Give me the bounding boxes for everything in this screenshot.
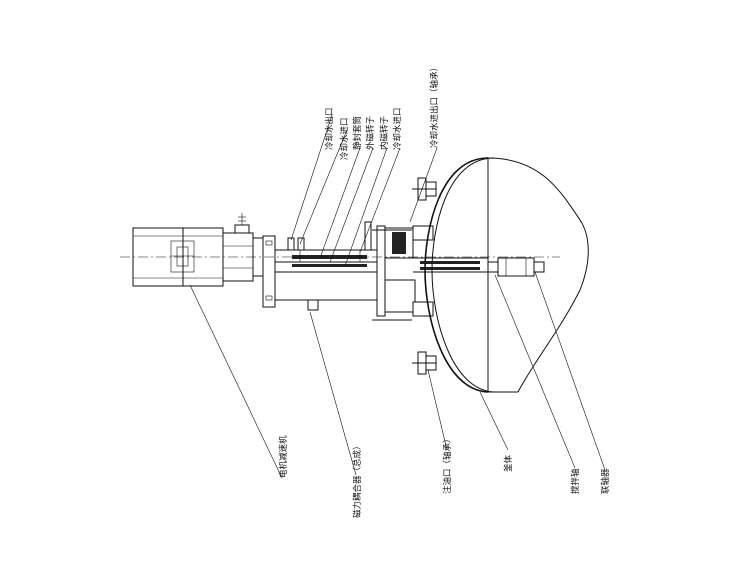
- label-cooling-water-inlet: 冷却水进口: [339, 117, 350, 160]
- leader-lines: [189, 114, 606, 479]
- reducer: [222, 213, 264, 282]
- label-coupling: 联轴器: [600, 468, 611, 494]
- bottom-nozzle: [412, 351, 437, 375]
- magnetic-coupling-housing: [274, 221, 386, 311]
- label-stationary-sleeve: 静封套筒: [352, 116, 363, 150]
- top-nozzle: [412, 177, 437, 201]
- bearing-flange: [372, 225, 488, 321]
- label-oil-inlet-bearing: 注油口（轴承）: [442, 434, 453, 494]
- label-outer-magnet: 外磁转子: [365, 115, 376, 150]
- label-cooling-water-inlet-2: 冷却水进口: [392, 107, 403, 150]
- label-magnetic-coupling: 磁力耦合器（总成）: [352, 441, 363, 518]
- label-stirring-shaft: 搅拌轴: [570, 468, 581, 494]
- kettle-body: [424, 157, 589, 393]
- stirring-shaft: [487, 257, 545, 277]
- label-motor-reducer: 电机减速机: [278, 435, 289, 478]
- label-cooling-water-outlet: 冷却水出口: [324, 107, 335, 150]
- labels: 冷却水出口 冷却水进口 静封套筒 外磁转子 内磁转子 冷却水进口 冷却水进出口（…: [278, 63, 611, 518]
- label-cooling-inlet-bearing: 冷却水进出口（轴承）: [429, 63, 440, 148]
- label-kettle-body: 釜体: [503, 454, 514, 472]
- label-inner-magnet: 内磁转子: [379, 115, 390, 150]
- mounting-flange: [262, 235, 276, 308]
